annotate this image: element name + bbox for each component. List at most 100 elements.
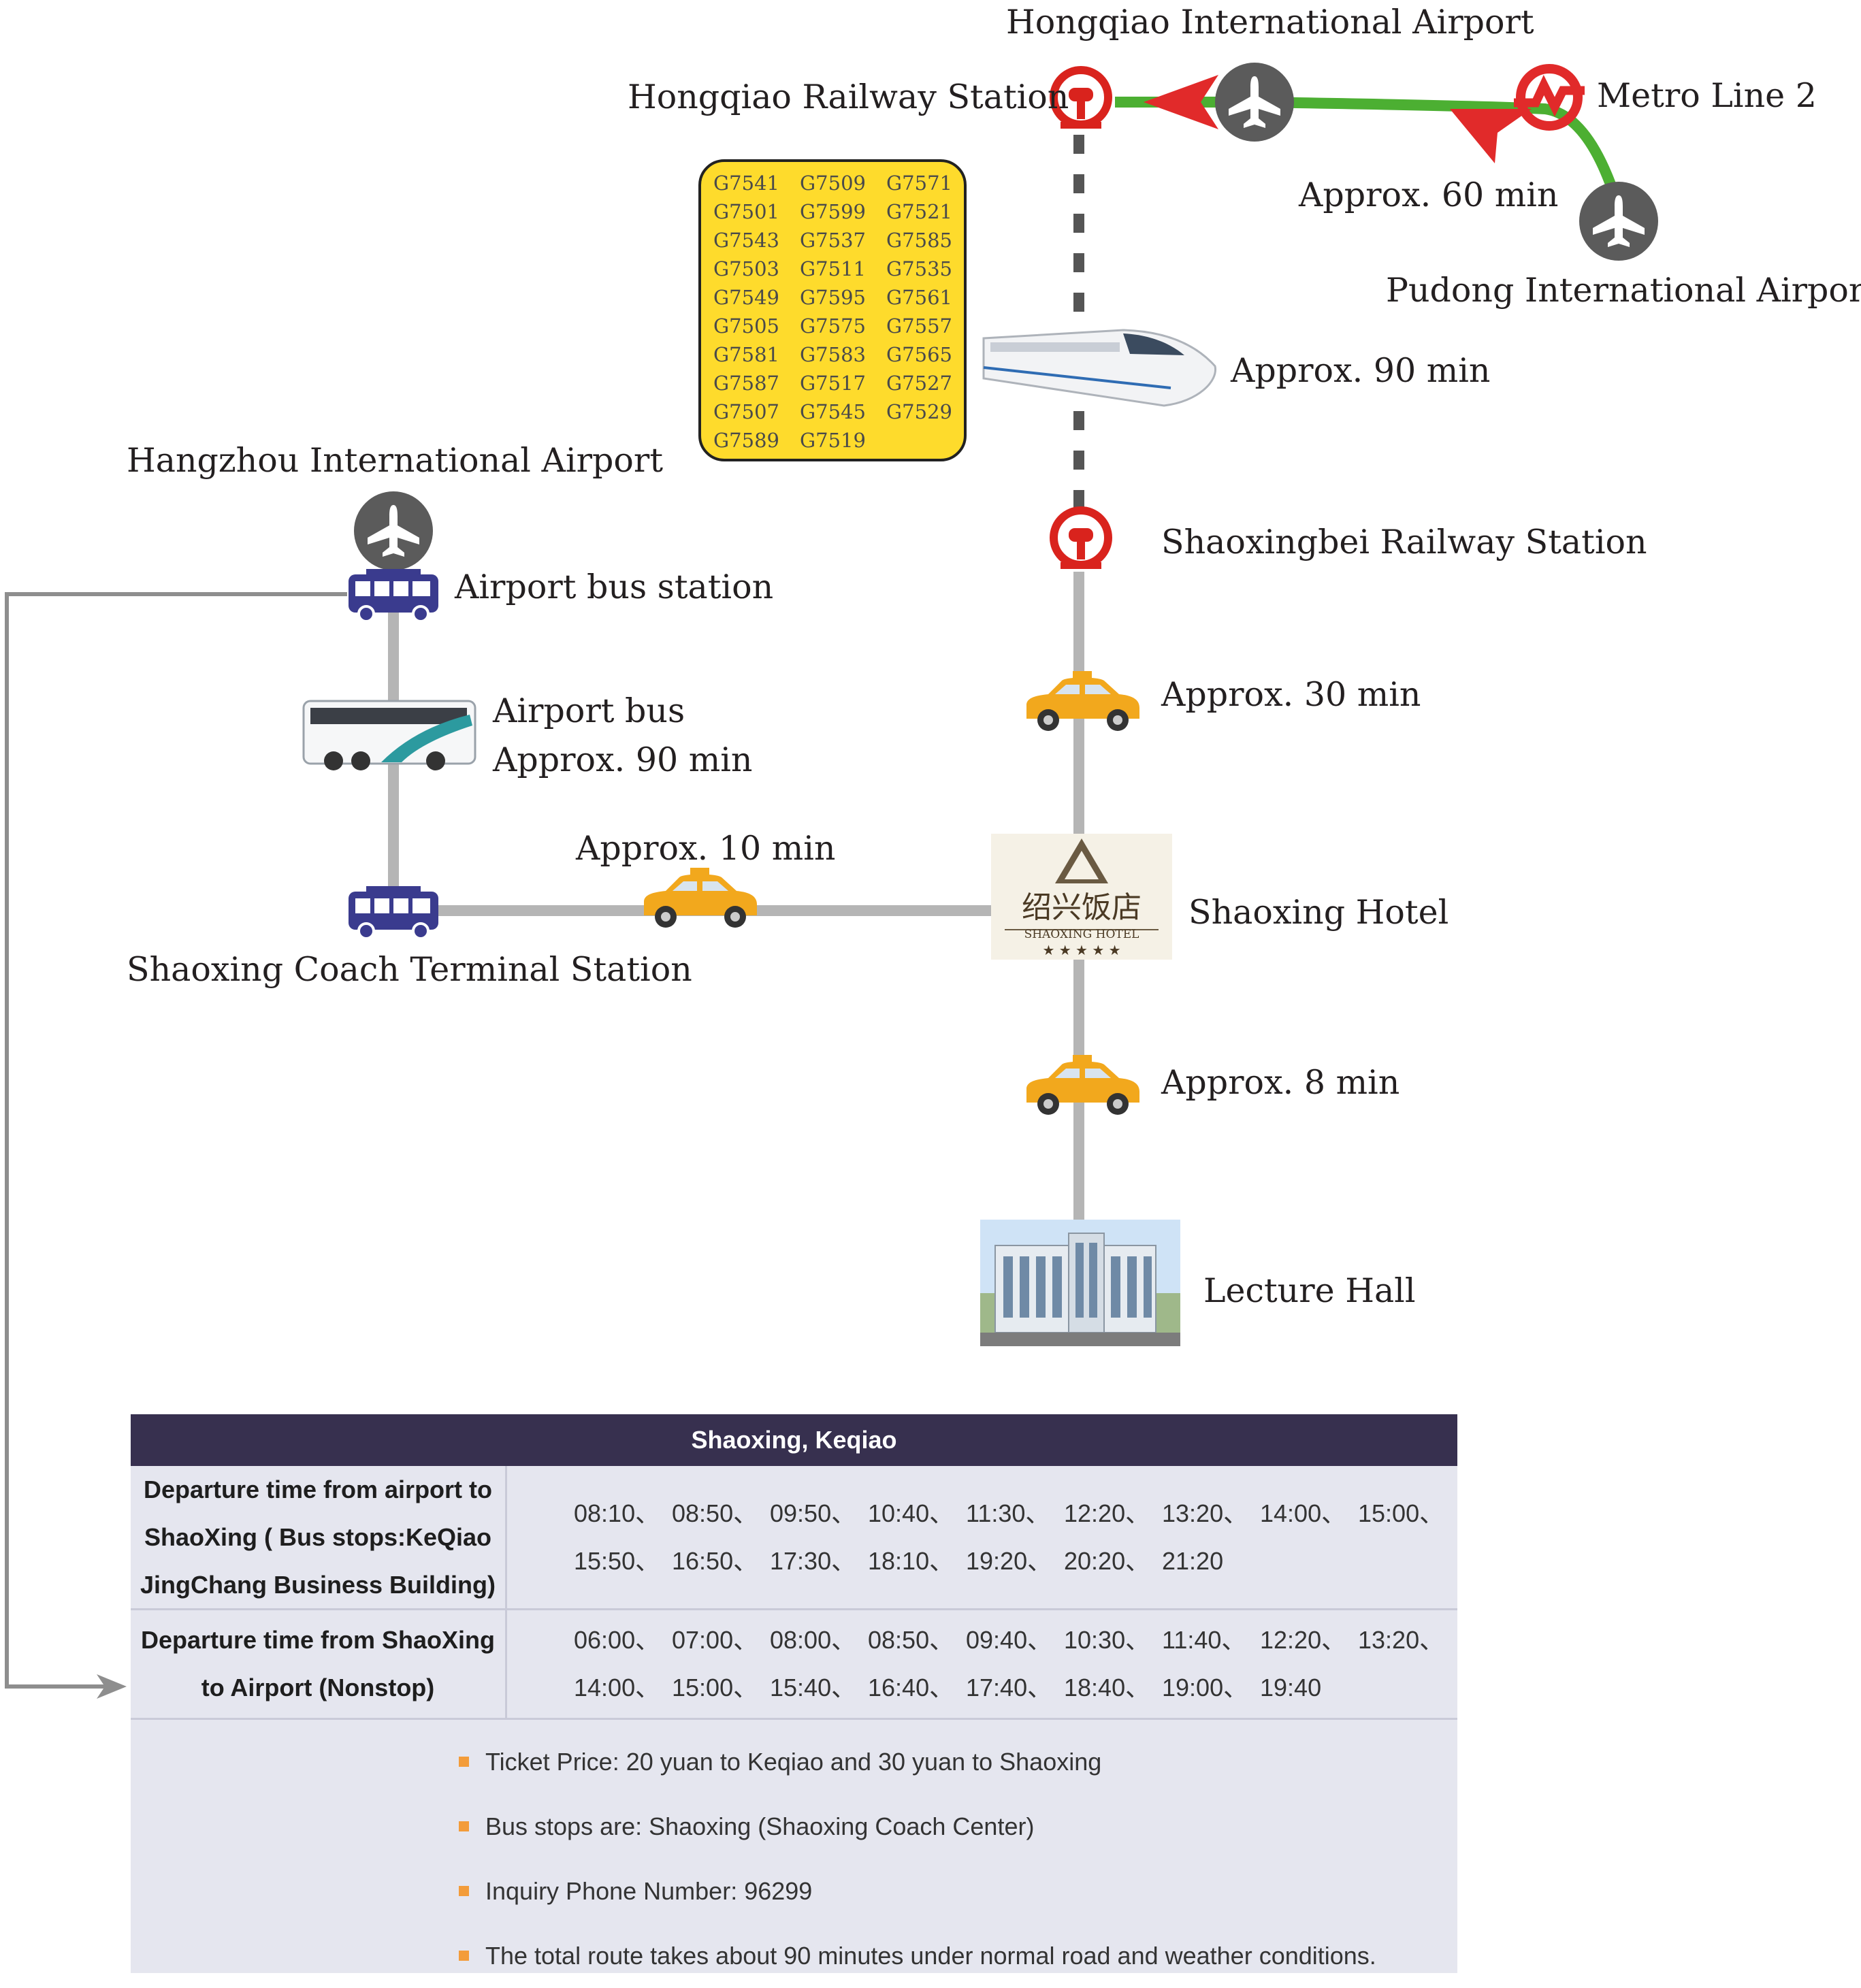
shaoxingbei-label: Shaoxingbei Railway Station [1161,523,1647,561]
train-number: G7509 [800,172,866,195]
train-number: G7583 [800,343,866,366]
shaoxingbei-railway-station-icon [1054,510,1108,569]
departure-time: 21:20 [1162,1546,1224,1575]
departure-time: 14:00、 [1260,1499,1346,1527]
coach-terminal-label: Shaoxing Coach Terminal Station [127,950,692,989]
taxi-time-8-label: Approx. 8 min [1161,1063,1400,1102]
taxi-icon-10min [644,868,757,928]
train-number: G7549 [713,286,779,309]
hongqiao-airport-label: Hongqiao International Airport [1006,3,1534,42]
airport-bus-station-label: Airport bus station [455,568,774,606]
bullet-icon [459,1886,469,1896]
train-number: G7511 [800,257,866,280]
list-item: Bus stops are: Shaoxing (Shaoxing Coach … [459,1794,1457,1859]
building-icon [980,1220,1180,1346]
table-row: Departure time from ShaoXing to Airport … [131,1610,1457,1720]
shaoxing-hotel-label: Shaoxing Hotel [1188,893,1449,932]
timetable-times: 08:10、 08:50、 09:50、 10:40、 11:30、 12:20… [507,1466,1457,1608]
train-number: G7529 [886,400,952,423]
departure-time: 13:20、 [1162,1499,1248,1527]
note-text: Inquiry Phone Number: 96299 [485,1876,813,1905]
metro-arrow-mid [1450,109,1532,163]
taxi-time-10-label: Approx. 10 min [576,829,836,868]
train-number: G7535 [886,257,952,280]
departure-time: 06:00、 [574,1626,660,1654]
train-number: G7541 [713,172,779,195]
pudong-airport-label: Pudong International Airport [1386,271,1861,310]
hangzhou-airport-label: Hangzhou International Airport [127,441,664,480]
lecture-hall-label: Lecture Hall [1203,1271,1416,1310]
timetable-notes: Ticket Price: 20 yuan to Keqiao and 30 y… [131,1720,1457,1988]
train-number: G7537 [800,229,866,252]
train-number: G7581 [713,343,779,366]
hangzhou-airport-airplane-icon [354,491,433,570]
coach-bus-icon [302,700,476,770]
train-number: G7545 [800,400,866,423]
hongqiao-railway-label: Hongqiao Railway Station [628,78,1069,116]
departure-time: 11:30、 [966,1499,1050,1527]
timetable-times: 06:00、 07:00、 08:00、 08:50、 09:40、 10:30… [507,1610,1457,1718]
departure-time: 18:10、 [868,1546,954,1575]
departure-time: 19:40 [1260,1674,1322,1701]
departure-time: 08:50、 [868,1626,954,1654]
departure-time: 17:30、 [770,1546,856,1575]
metro-line-label: Metro Line 2 [1597,76,1817,115]
train-number-box [698,159,967,461]
hongqiao-airport-airplane-icon [1215,63,1294,142]
metro-arrow-left [1144,75,1218,129]
train-number: G7543 [713,229,779,252]
coach-terminal-bus-icon [347,885,440,940]
taxi-time-30-label: Approx. 30 min [1161,675,1421,714]
departure-time: 12:20、 [1260,1626,1346,1654]
departure-time: 19:20、 [966,1546,1052,1575]
route-left-arrowhead [97,1674,127,1699]
departure-time: 16:50、 [672,1546,758,1575]
departure-time: 08:10、 [574,1499,660,1527]
bullet-icon [459,1951,469,1961]
hotel-logo-english: SHAOXING HOTEL [1024,928,1139,941]
departure-time: 17:40、 [966,1674,1052,1701]
train-number: G7561 [886,286,952,309]
hotel-logo-stars: ★ ★ ★ ★ ★ [1042,942,1120,958]
train-number: G7575 [800,314,866,338]
list-item: Inquiry Phone Number: 96299 [459,1859,1457,1923]
metro-time-label: Approx. 60 min [1299,176,1559,214]
departure-time: 08:50、 [672,1499,758,1527]
departure-time: 10:40、 [868,1499,954,1527]
list-item: The total route takes about 90 minutes u… [459,1923,1457,1988]
train-number: G7517 [800,372,866,395]
timetable-title: Shaoxing, Keqiao [131,1414,1457,1466]
train-number: G7503 [713,257,779,280]
train-time-label: Approx. 90 min [1231,351,1491,390]
train-number: G7557 [886,314,952,338]
hotel-logo: 绍兴饭店 SHAOXING HOTEL ★ ★ ★ ★ ★ [991,834,1172,960]
departure-time: 20:20、 [1064,1546,1150,1575]
departure-time: 16:40、 [868,1674,954,1701]
train-number: G7571 [886,172,952,195]
train-number: G7599 [800,200,866,223]
departure-time: 19:00、 [1162,1674,1248,1701]
train-number-row: G7541 G7509 G7571 [713,169,973,197]
train-number: G7527 [886,372,952,395]
train-icon [982,329,1217,407]
airport-bus-time-label: Approx. 90 min [493,740,753,779]
list-item: Ticket Price: 20 yuan to Keqiao and 30 y… [459,1729,1457,1794]
pudong-airport-airplane-icon [1579,182,1658,261]
departure-time: 12:20、 [1064,1499,1150,1527]
train-number: G7589 [713,429,779,452]
train-number: G7501 [713,200,779,223]
bullet-icon [459,1821,469,1831]
note-text: The total route takes about 90 minutes u… [485,1941,1376,1970]
bullet-icon [459,1757,469,1767]
metro-logo-icon [1514,64,1585,131]
departure-time: 09:40、 [966,1626,1052,1654]
departure-time: 10:30、 [1064,1626,1150,1654]
table-row: Departure time from airport to ShaoXing … [131,1466,1457,1610]
